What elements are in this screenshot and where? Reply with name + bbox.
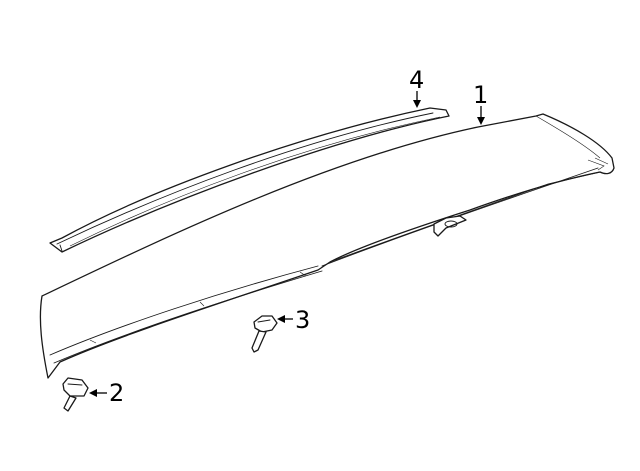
callout-1: 1 [473,81,488,125]
svg-text:3: 3 [295,306,310,334]
callout-3: 3 [277,306,310,334]
part-3-clip [251,315,278,353]
svg-text:4: 4 [409,66,424,94]
part-2-fastener [62,377,89,412]
part-4-molding [49,107,450,253]
svg-text:1: 1 [473,81,488,109]
callout-4: 4 [409,66,424,108]
callout-2: 2 [89,379,124,407]
svg-text:2: 2 [109,379,124,407]
part-1-spoiler [39,113,615,379]
